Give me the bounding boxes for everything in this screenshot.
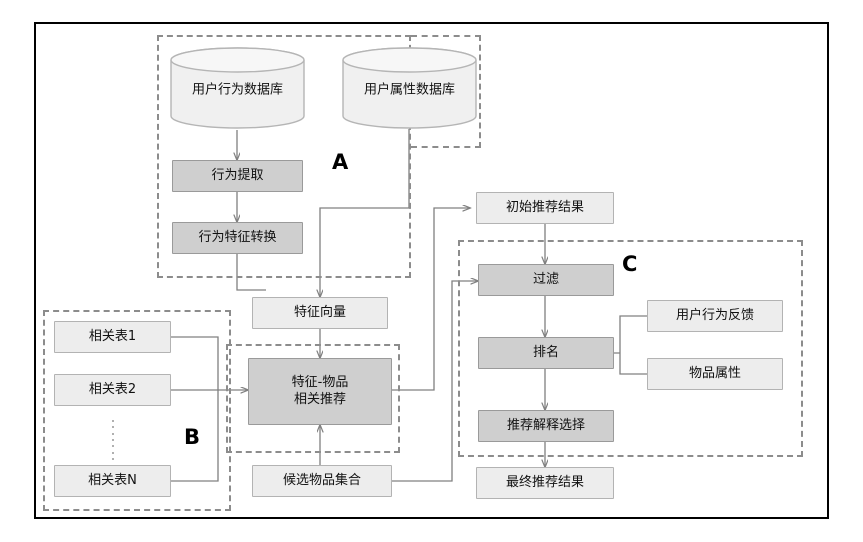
vertical-ellipsis-icon xyxy=(111,420,115,460)
node-feature-vector[interactable]: 特征向量 xyxy=(252,297,388,329)
node-relation-table-2[interactable]: 相关表2 xyxy=(54,374,171,406)
group-core-frame xyxy=(226,344,400,453)
node-feature-item-recommend[interactable]: 特征-物品 相关推荐 xyxy=(248,358,392,425)
wire-transform-down xyxy=(236,254,266,291)
db-user-behavior[interactable]: 用户行为数据库 xyxy=(169,46,306,130)
wire-recommend-to-initial-result xyxy=(392,208,470,391)
wire-rel1-bus xyxy=(171,336,219,390)
node-relation-table-1[interactable]: 相关表1 xyxy=(54,321,171,353)
wire-candidate-to-filter xyxy=(392,281,478,482)
node-filter[interactable]: 过滤 xyxy=(478,264,614,296)
db-user-attribute[interactable]: 用户属性数据库 xyxy=(341,46,478,130)
group-a-db-extension xyxy=(411,35,481,148)
node-behavior-feature-transform[interactable]: 行为特征转换 xyxy=(172,222,303,254)
group-b-label: B xyxy=(184,425,201,449)
group-a-frame xyxy=(157,35,411,278)
wire-reln-bus xyxy=(171,390,219,482)
node-relation-table-n[interactable]: 相关表N xyxy=(54,465,171,497)
node-ranking[interactable]: 排名 xyxy=(478,337,614,369)
node-recommend-explanation-selection[interactable]: 推荐解释选择 xyxy=(478,410,614,442)
node-initial-recommend-result[interactable]: 初始推荐结果 xyxy=(476,192,614,224)
group-b-frame xyxy=(43,310,231,511)
db-user-attribute-label: 用户属性数据库 xyxy=(363,82,455,98)
node-candidate-item-set[interactable]: 候选物品集合 xyxy=(252,465,392,497)
wire-itemattr-bus xyxy=(619,353,647,375)
node-user-behavior-feedback[interactable]: 用户行为反馈 xyxy=(647,300,783,332)
wire-feedback-bus xyxy=(619,315,647,353)
node-feature-item-recommend-line2: 相关推荐 xyxy=(293,391,346,407)
node-item-attribute[interactable]: 物品属性 xyxy=(647,358,783,390)
group-a-label: A xyxy=(332,150,349,174)
group-c-label: C xyxy=(622,252,638,276)
node-final-recommend-result[interactable]: 最终推荐结果 xyxy=(476,467,614,499)
node-feature-item-recommend-line1: 特征-物品 xyxy=(291,375,349,391)
node-behavior-extraction[interactable]: 行为提取 xyxy=(172,160,303,192)
group-c-frame xyxy=(458,240,803,457)
db-user-behavior-label: 用户行为数据库 xyxy=(191,82,283,98)
